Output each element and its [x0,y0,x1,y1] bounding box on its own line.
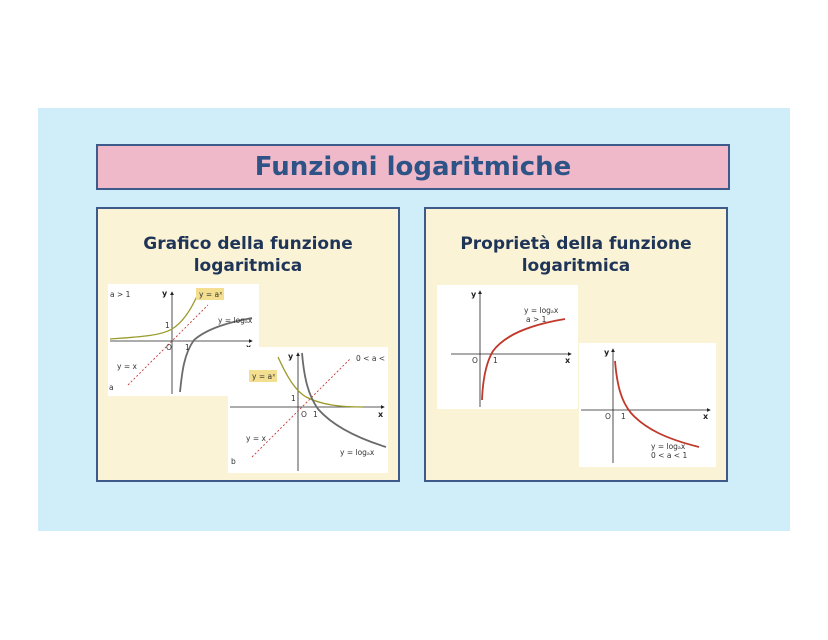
log-label: y = logₐx [340,448,375,457]
graph-panel-heading: Grafico della funzione logaritmica [98,233,398,277]
x-axis-label: x [565,356,571,365]
one-y-label: 1 [165,321,170,330]
logarithm-curve [481,318,566,401]
origin-label: O [301,410,307,419]
properties-heading-line1: Proprietà della funzione [460,234,692,254]
logarithm-curve [179,317,253,393]
properties-heading-line2: logaritmica [521,256,631,276]
one-x-label: 1 [493,356,498,365]
y-axis-label: y [288,352,294,361]
log-label: y = logₐx [218,316,253,325]
exponential-curve [109,293,199,340]
one-x-label: 1 [621,412,626,421]
log-label: y = logₐx [651,442,686,451]
exp-label-highlight [196,288,224,300]
exponential-curve [277,356,364,408]
one-y-label: 1 [291,394,296,403]
page-title: Funzioni logaritmiche [254,152,572,182]
origin-label: O [472,356,478,365]
graph-heading-line2: logaritmica [193,256,303,276]
condition-label: a > 1 [526,315,547,324]
one-x-label: 1 [313,410,318,419]
title-banner: Funzioni logaritmiche [96,144,730,190]
y-axis-label: y [471,290,477,299]
logarithm-curve [301,352,387,448]
condition-label: 0 < a < 1 [651,451,687,460]
bisector-label: y = x [246,434,266,443]
y-axis-label: y [604,348,610,357]
x-axis-label: x [703,412,709,421]
bisector-line [251,358,351,458]
y-axis-label: y [162,289,168,298]
condition-label: 0 < a < [356,354,385,363]
one-x-label: 1 [185,343,190,352]
figure-b-log-base-less-than-one: 0 < a < y = aˣ y = logₐx y = x O 1 1 x y… [228,347,388,473]
corner-letter: a [109,383,114,392]
bisector-label: y = x [117,362,137,371]
exp-label: y = aˣ [199,290,222,299]
exp-label-highlight [249,370,277,382]
graph-heading-line1: Grafico della funzione [143,234,353,254]
exp-label: y = aˣ [252,372,275,381]
bisector-line [127,304,209,386]
figure-c-increasing-log: y = logₐx a > 1 O 1 x y [437,285,578,409]
log-label: y = logₐx [524,306,559,315]
origin-label: O [605,412,611,421]
corner-letter: b [231,457,236,466]
condition-label: a > 1 [110,290,131,299]
logarithm-curve [614,360,700,448]
x-axis-label: x [378,410,384,419]
origin-label: O [166,343,172,352]
figure-d-decreasing-log: y = logₐx 0 < a < 1 O 1 x y [579,343,716,467]
properties-panel-heading: Proprietà della funzione logaritmica [426,233,726,277]
